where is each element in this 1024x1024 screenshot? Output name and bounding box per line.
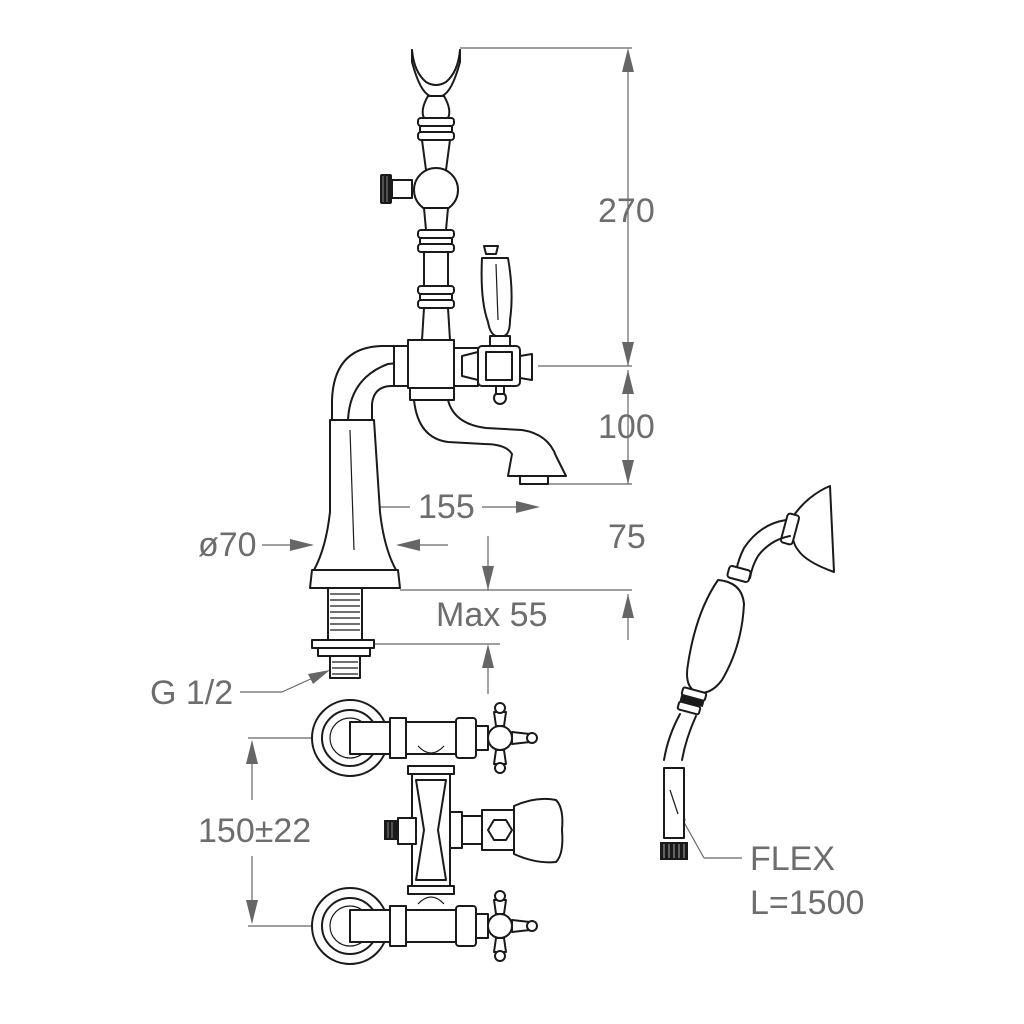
top-view-lower-valve	[311, 887, 538, 965]
label-155: 155	[418, 488, 475, 526]
hand-shower	[660, 485, 835, 860]
shower-holder	[411, 49, 461, 171]
diverter-knob	[380, 167, 459, 213]
label-100: 100	[598, 408, 655, 446]
label-flex: FLEX	[750, 840, 835, 878]
label-diameter-70: ø70	[198, 526, 257, 564]
label-centers: 150±22	[198, 812, 311, 850]
faucet-top-view	[311, 699, 564, 965]
top-view-upper-valve	[311, 699, 538, 777]
label-flex-length: L=1500	[750, 884, 864, 922]
threaded-shank	[311, 587, 375, 679]
faucet-body	[309, 339, 479, 589]
label-75: 75	[608, 518, 646, 556]
lever-handle	[461, 245, 533, 405]
label-270: 270	[598, 192, 655, 230]
label-thread: G 1/2	[150, 674, 233, 712]
label-max-55: Max 55	[436, 596, 548, 634]
shower-column	[417, 207, 455, 341]
spout	[409, 387, 567, 485]
dimension-labels: 270 100 155 75 ø70 Max 55 G 1/2 150±22 F…	[150, 192, 864, 922]
top-view-central-body	[384, 745, 564, 905]
faucet-side-view	[309, 49, 567, 679]
